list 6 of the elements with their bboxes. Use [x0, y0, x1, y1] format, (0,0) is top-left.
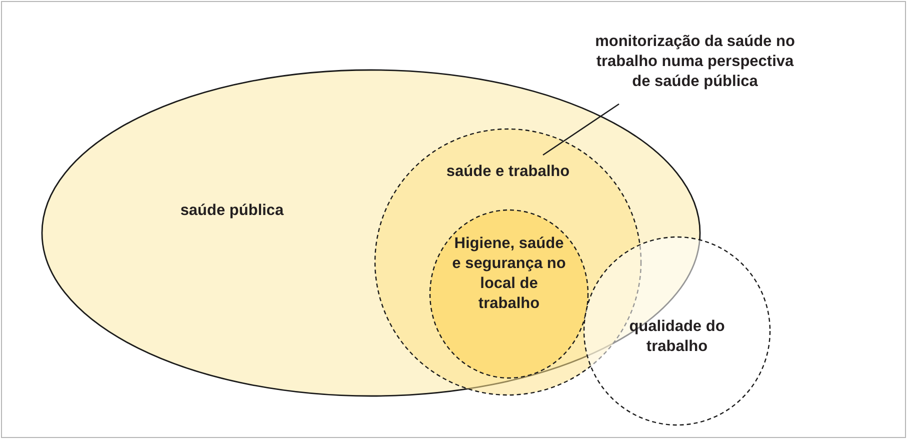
region-label: saúde pública — [179, 201, 285, 221]
region-label: qualidade do trabalho — [628, 317, 726, 357]
leader-line — [542, 103, 620, 156]
region-label: Higiene, saúde e segurança no local de trabalho — [451, 234, 567, 314]
region-label: saúde e trabalho — [445, 162, 571, 182]
callout-text: monitorização da saúde no trabalho numa perspectiva de saúde pública — [594, 32, 796, 92]
